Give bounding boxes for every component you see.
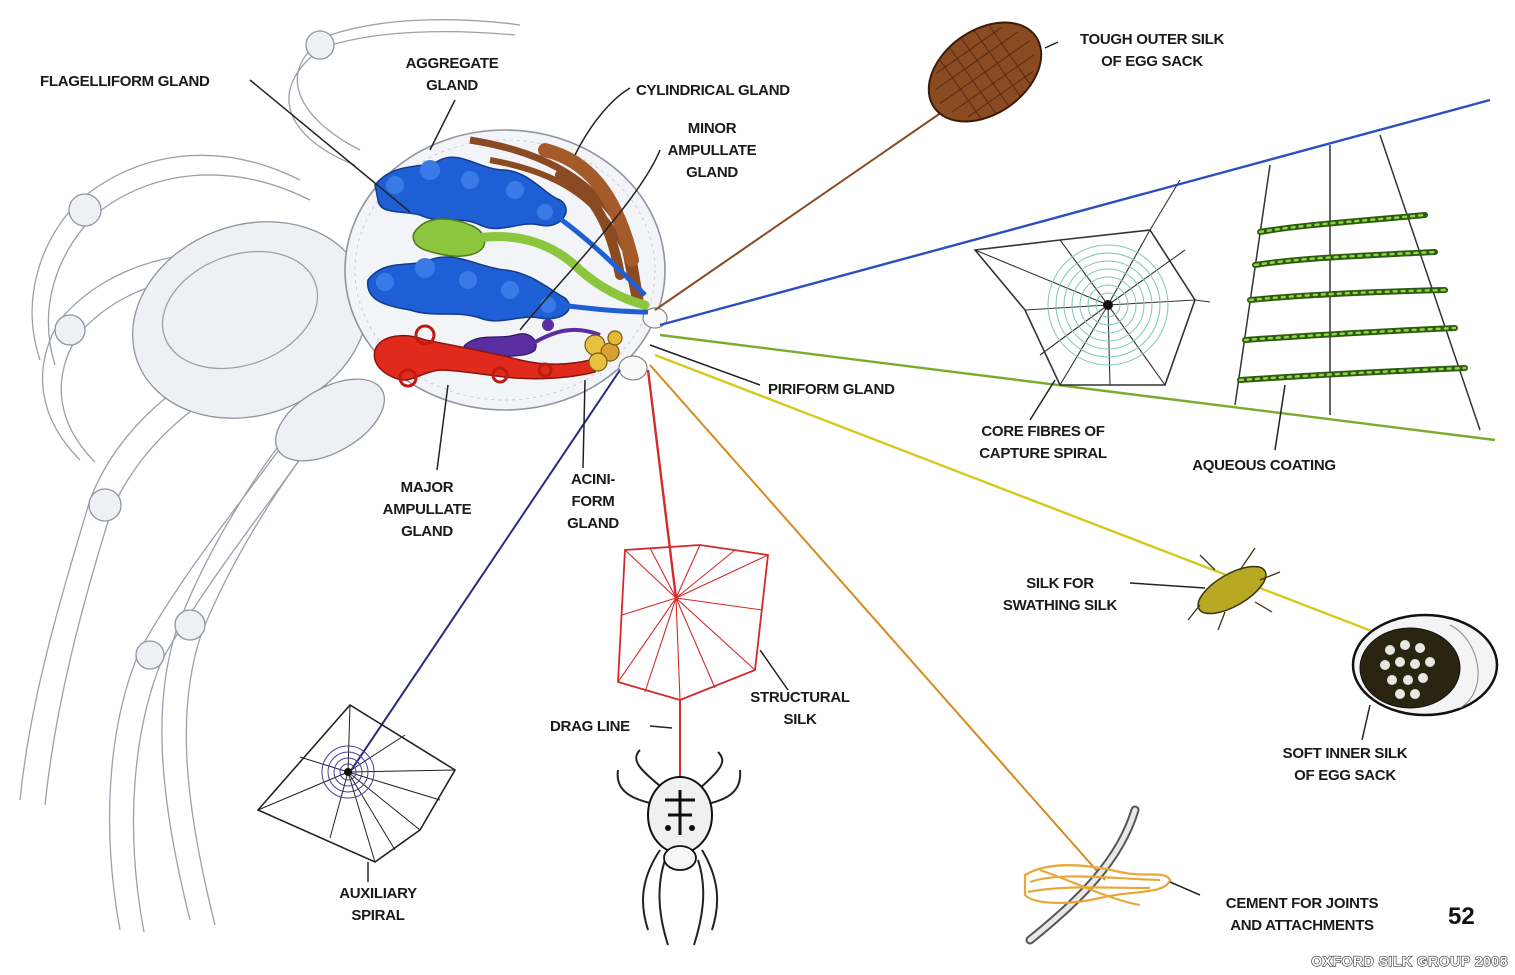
cement-attachment	[1025, 810, 1200, 940]
swathing-label-line2: SWATHING SILK	[1003, 597, 1118, 614]
auxiliary-spiral-label-line1: AUXILIARY	[339, 885, 417, 902]
soft-inner-silk-label-line2: OF EGG SACK	[1294, 767, 1396, 784]
page-number: 52	[1448, 903, 1475, 930]
drag-line-label: DRAG LINE	[550, 718, 630, 735]
orb-web	[975, 180, 1210, 420]
structural-silk-label-line1: STRUCTURAL	[750, 689, 850, 706]
major-ampullate-label-line1: MAJOR	[401, 479, 454, 496]
piriform-line	[650, 345, 760, 385]
auxiliary-spiral-web	[258, 705, 455, 882]
soft-inner-silk-label-line1: SOFT INNER SILK	[1283, 745, 1408, 762]
swathed-prey	[1130, 548, 1280, 630]
aciniform-label-line2: FORM	[572, 493, 615, 510]
tough-outer-silk-label-line2: OF EGG SACK	[1101, 53, 1203, 70]
cement-label-line1: CEMENT FOR JOINTS	[1226, 895, 1379, 912]
egg-sack-inner	[1353, 615, 1497, 740]
minor-ampullate-label-line1: MINOR	[688, 120, 737, 137]
core-fibres-label-line1: CORE FIBRES OF	[981, 423, 1104, 440]
flagelliform-gland-label: FLAGELLIFORM GLAND	[40, 73, 210, 90]
cement-label-line2: AND ATTACHMENTS	[1230, 917, 1374, 934]
cylindrical-gland-label: CYLINDRICAL GLAND	[636, 82, 790, 99]
structural-silk-web	[618, 545, 788, 778]
egg-sack-outer	[910, 2, 1060, 142]
cement-line	[650, 365, 1105, 880]
minor-ampullate-label-line3: GLAND	[686, 164, 738, 181]
aggregate-gland-label-line2: GLAND	[426, 77, 478, 94]
labels: FLAGELLIFORM GLAND AGGREGATE GLAND CYLIN…	[40, 31, 1508, 969]
credit-text: OXFORD SILK GROUP 2008	[1311, 953, 1508, 969]
aqueous-coating-label: AQUEOUS COATING	[1192, 457, 1336, 474]
aciniform-label-line3: GLAND	[567, 515, 619, 532]
tough-outer-silk-label-line1: TOUGH OUTER SILK	[1080, 31, 1225, 48]
major-ampullate-label-line2: AMPULLATE	[383, 501, 472, 518]
swathing-label-line1: SILK FOR	[1026, 575, 1094, 592]
minor-ampullate-label-line2: AMPULLATE	[668, 142, 757, 159]
major-ampullate-label-line3: GLAND	[401, 523, 453, 540]
structural-line	[648, 370, 676, 598]
egg-sack-outer-line	[655, 110, 945, 310]
aqueous-coating-ladder	[1235, 135, 1480, 450]
structural-silk-label-line2: SILK	[784, 711, 817, 728]
piriform-gland-label: PIRIFORM GLAND	[768, 381, 895, 398]
aggregate-gland-label-line1: AGGREGATE	[406, 55, 499, 72]
core-fibres-label-line2: CAPTURE SPIRAL	[979, 445, 1107, 462]
auxiliary-line	[350, 370, 620, 772]
hanging-spider	[618, 750, 741, 945]
aciniform-label-line1: ACINI-	[571, 471, 615, 488]
auxiliary-spiral-label-line2: SPIRAL	[351, 907, 404, 924]
